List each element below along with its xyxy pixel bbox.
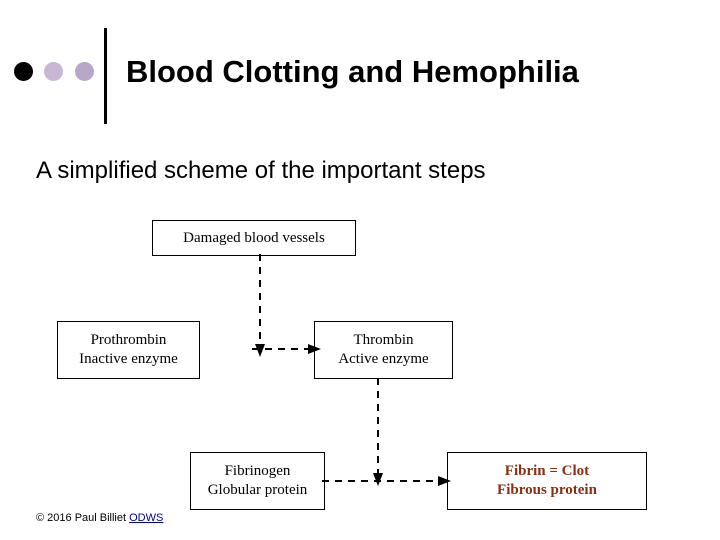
box-fibrinogen-line-1: Fibrinogen (224, 463, 291, 480)
box-fibrin-clot-line-1: Fibrin = Clot (504, 463, 590, 480)
title-divider (104, 28, 107, 124)
bullet-black-icon (14, 62, 33, 81)
box-prothrombin-line-1: Prothrombin (90, 332, 167, 349)
box-damaged-blood-vessels-line-1: Damaged blood vessels (183, 229, 325, 246)
box-thrombin: Thrombin Active enzyme (314, 321, 453, 379)
box-fibrin-clot-line-2: Fibrous protein (497, 482, 597, 498)
title-bullet-group (14, 62, 102, 86)
arrow-fibrinogen-to-fibrin-icon (322, 476, 451, 486)
arrow-prothrombin-to-thrombin-icon (252, 344, 321, 354)
box-thrombin-line-2: Active enzyme (338, 351, 429, 367)
footer-credit: © 2016 Paul Billiet ODWS (36, 512, 163, 524)
bullet-lavender-icon (44, 62, 63, 81)
box-prothrombin-line-2: Inactive enzyme (79, 351, 178, 367)
subtitle: A simplified scheme of the important ste… (36, 157, 486, 184)
page-title: Blood Clotting and Hemophilia (126, 54, 579, 89)
footer-link-odws[interactable]: ODWS (129, 512, 164, 524)
box-damaged-blood-vessels: Damaged blood vessels (152, 220, 356, 256)
arrow-thrombin-to-junction-icon (373, 378, 383, 486)
box-thrombin-line-1: Thrombin (353, 332, 414, 349)
box-fibrinogen: Fibrinogen Globular protein (190, 452, 325, 510)
box-prothrombin: Prothrombin Inactive enzyme (57, 321, 200, 379)
footer-copyright: © 2016 Paul Billiet (36, 512, 130, 524)
box-fibrinogen-line-2: Globular protein (207, 482, 308, 498)
arrow-damaged-to-junction-icon (255, 254, 265, 357)
box-fibrin-clot: Fibrin = Clot Fibrous protein (447, 452, 647, 510)
bullet-violet-icon (75, 62, 94, 81)
